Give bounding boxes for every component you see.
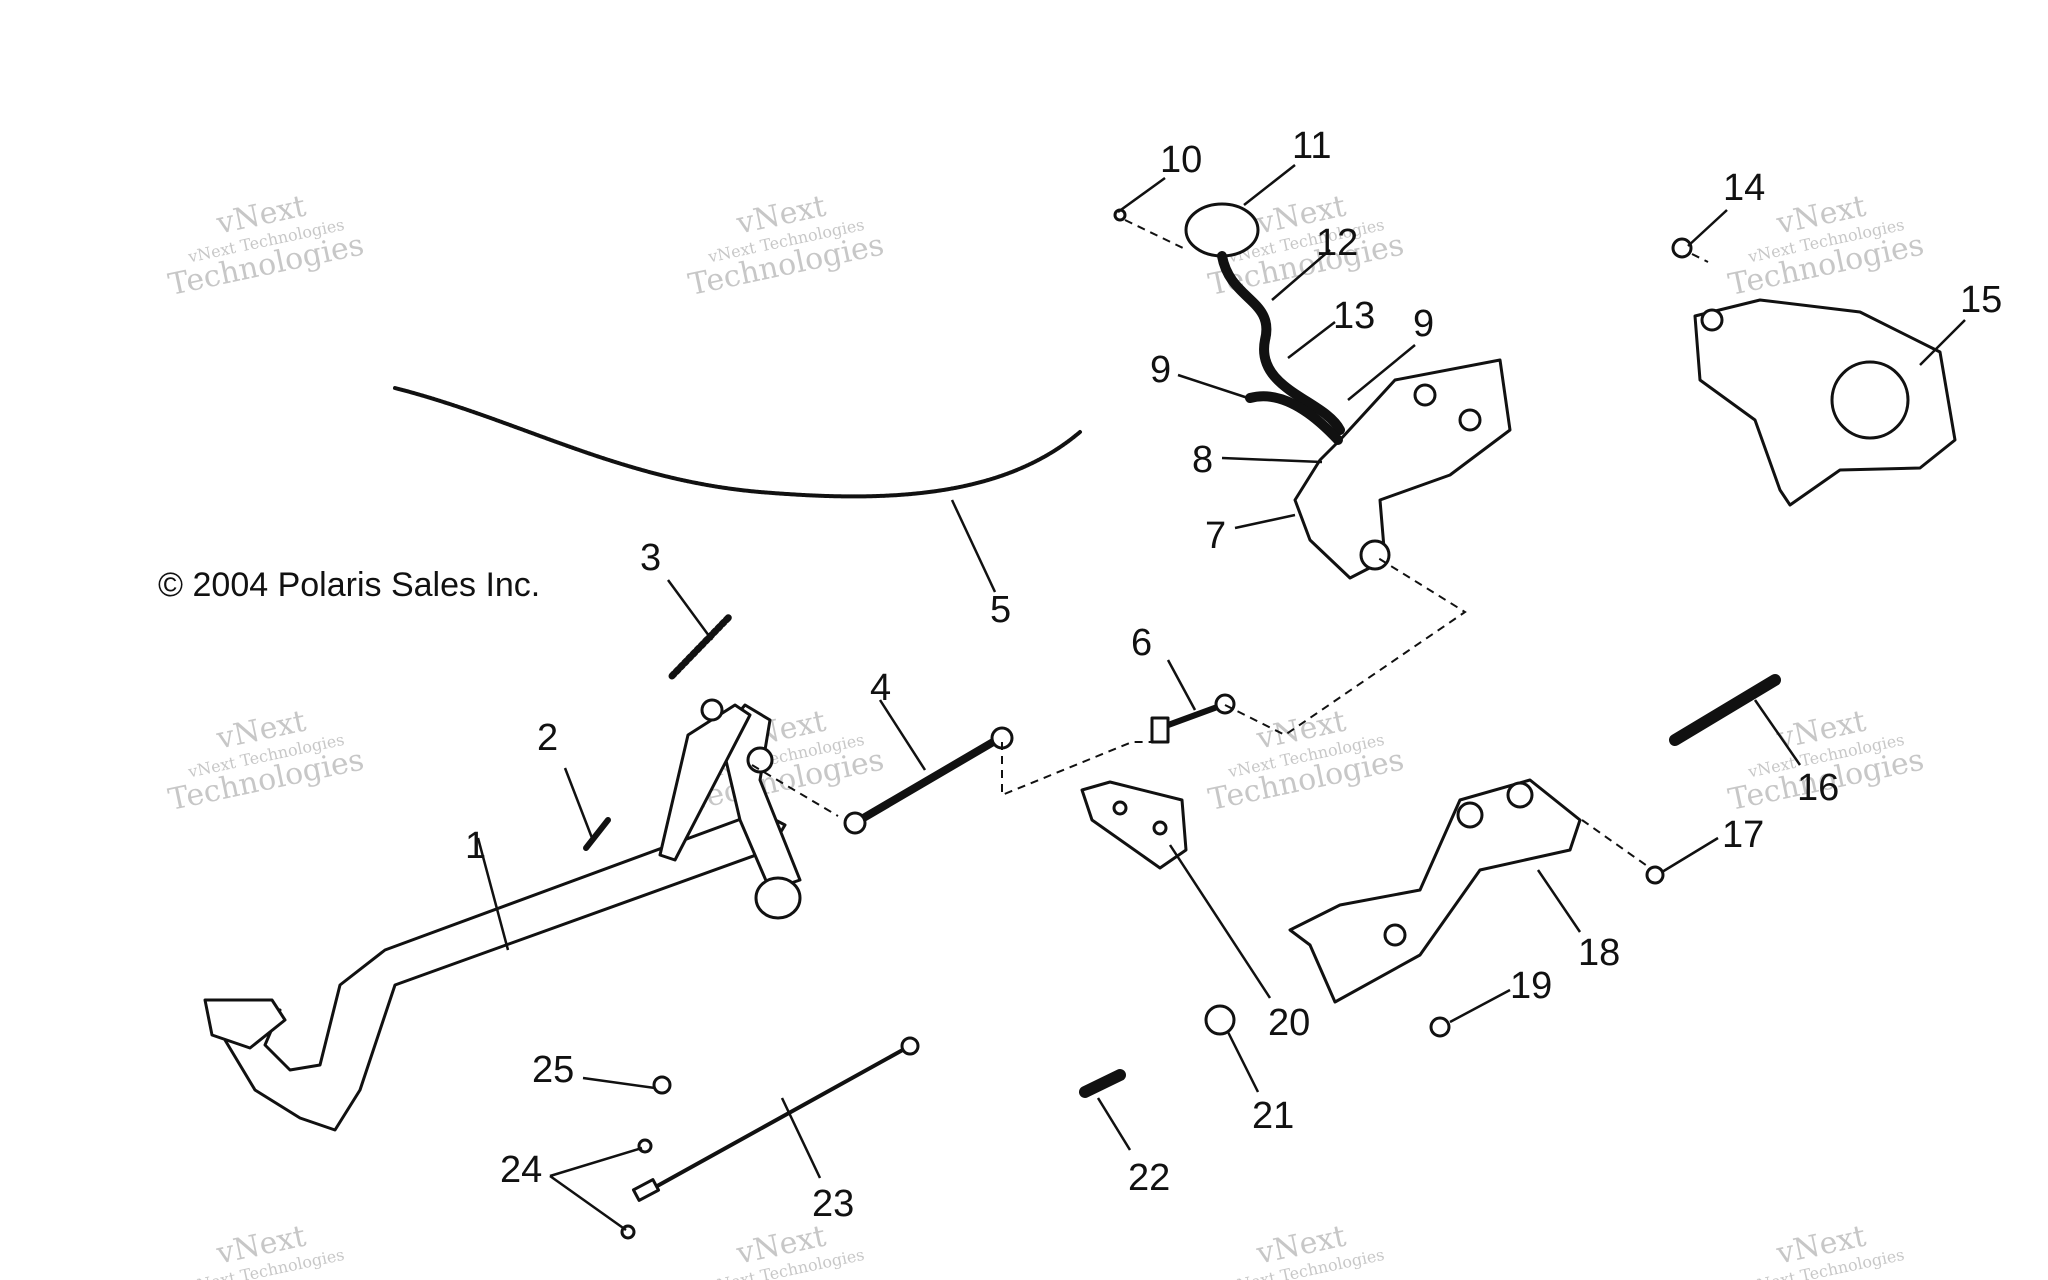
callout-7: 7	[1205, 515, 1226, 557]
callout-20: 20	[1268, 1002, 1310, 1044]
part-pin	[583, 817, 611, 851]
watermark: vNext vNext Technologies	[1226, 1219, 1386, 1280]
watermark: vNext vNext Technologies	[1746, 1219, 1906, 1280]
part-bolt-14	[1671, 237, 1693, 259]
part-bolt-22	[1079, 1069, 1126, 1098]
part-caliper	[1693, 298, 1957, 507]
callout-15: 15	[1960, 279, 2002, 321]
part-master-cylinder	[1184, 202, 1512, 580]
callout-13: 13	[1333, 295, 1375, 337]
part-clevis	[1150, 693, 1236, 744]
callout-19: 19	[1510, 965, 1552, 1007]
callout-2: 2	[537, 717, 558, 759]
part-switch-23	[631, 1036, 920, 1202]
callout-9-left: 9	[1150, 349, 1171, 391]
callout-25: 25	[532, 1049, 574, 1091]
part-bracket	[1080, 780, 1188, 870]
leader-lines	[476, 164, 1966, 1232]
callout-17: 17	[1722, 814, 1764, 856]
callout-6: 6	[1131, 622, 1152, 664]
part-screw-25	[652, 1075, 672, 1095]
part-brake-pedal	[203, 698, 802, 1132]
watermark: vNext vNext Technologies Technologies	[165, 704, 366, 818]
callout-8: 8	[1192, 439, 1213, 481]
callout-3: 3	[640, 537, 661, 579]
part-spring	[668, 612, 734, 680]
assembly-lines	[751, 219, 1709, 869]
watermarks: vNext vNext Technologies Technologies vN…	[165, 189, 1926, 1280]
callout-21: 21	[1252, 1095, 1294, 1137]
part-bleeder	[1669, 674, 1781, 746]
copyright-notice: © 2004 Polaris Sales Inc.	[158, 566, 540, 604]
watermark: vNext vNext Technologies Technologies	[165, 189, 366, 303]
callout-5: 5	[990, 589, 1011, 631]
callout-4: 4	[870, 667, 891, 709]
callout-11: 11	[1292, 125, 1331, 167]
callout-22: 22	[1128, 1157, 1170, 1199]
callout-9-right: 9	[1413, 303, 1434, 345]
part-mounting-plate	[1288, 778, 1582, 1004]
callout-10: 10	[1160, 139, 1202, 181]
part-nut-21	[1204, 1004, 1236, 1036]
callout-24: 24	[500, 1149, 542, 1191]
callout-16: 16	[1797, 767, 1839, 809]
part-nut-19	[1429, 1016, 1451, 1038]
callouts: 1 2 3 4 5 6 7 8 9 9 10 11 12 13 14 15 16…	[465, 125, 2002, 1225]
callout-18: 18	[1578, 932, 1620, 974]
callout-12: 12	[1316, 222, 1358, 264]
callout-1: 1	[465, 825, 486, 867]
callout-23: 23	[812, 1183, 854, 1225]
watermark: vNext vNext Technologies Technologies	[685, 189, 886, 303]
part-bolt-17	[1645, 865, 1665, 885]
part-clip-24a	[637, 1138, 653, 1154]
part-cable	[393, 386, 1082, 499]
callout-14: 14	[1723, 167, 1765, 209]
watermark: vNext vNext Technologies	[186, 1219, 346, 1280]
